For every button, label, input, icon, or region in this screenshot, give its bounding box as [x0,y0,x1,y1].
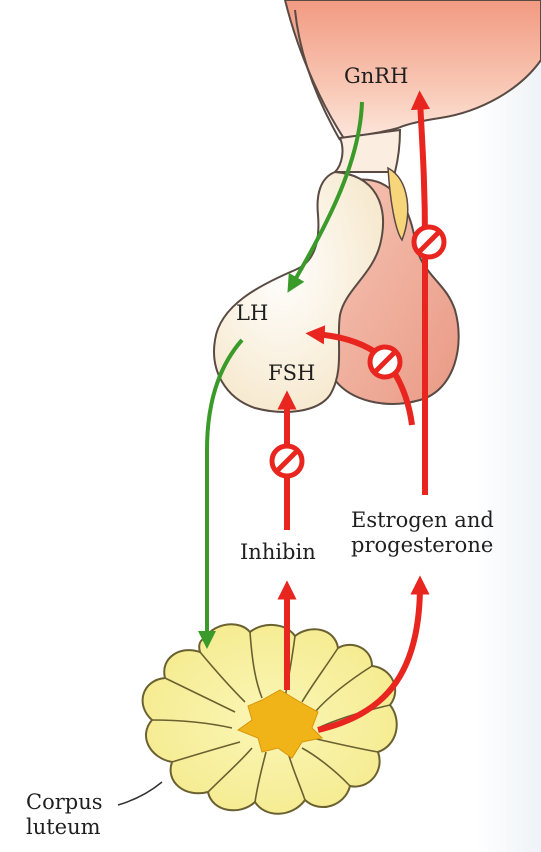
gnrh-label: GnRH [344,64,408,89]
no-sign-icon [414,227,444,257]
lh-label: LH [236,301,268,326]
inhibin-label: Inhibin [240,540,316,565]
fsh-label: FSH [268,361,315,386]
no-sign-icon [272,446,302,476]
corpus-luteum-label: Corpus luteum [26,790,103,840]
estrogen-progesterone-label: Estrogen and progesterone [351,508,494,558]
corpus-luteum-leader [118,782,162,805]
hypothalamus [285,0,541,140]
no-sign-icon [370,347,400,377]
